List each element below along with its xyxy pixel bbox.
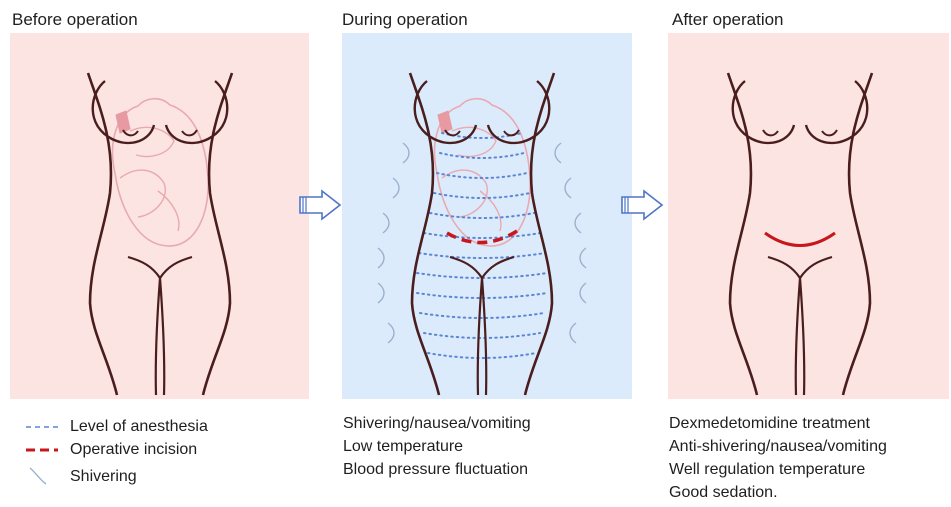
arrow-icon [300, 191, 340, 219]
arrow-icon [622, 191, 662, 219]
wavy-line-icon [24, 466, 60, 488]
incision-scar [765, 233, 835, 246]
effect-item: Good sedation. [669, 481, 887, 504]
body-illustrations [0, 33, 951, 399]
effect-item: Blood pressure fluctuation [343, 458, 531, 481]
effect-item: Low temperature [343, 435, 531, 458]
after-effects-list: Dexmedetomidine treatment Anti-shivering… [669, 412, 887, 504]
after-figure [728, 73, 872, 395]
panel-title-after: After operation [672, 10, 784, 30]
legend-label: Shivering [70, 468, 137, 486]
during-effects-list: Shivering/nausea/vomiting Low temperatur… [343, 412, 531, 481]
before-figure [88, 73, 232, 395]
legend-item-shivering: Shivering [24, 466, 137, 488]
panel-title-before: Before operation [12, 10, 138, 30]
legend-label: Operative incision [70, 441, 197, 459]
dashed-red-line-icon [24, 439, 60, 461]
effect-item: Shivering/nausea/vomiting [343, 412, 531, 435]
legend-label: Level of anesthesia [70, 418, 208, 436]
during-figure [378, 73, 586, 395]
panel-title-during: During operation [342, 10, 468, 30]
legend-item-incision: Operative incision [24, 439, 197, 461]
legend-item-anesthesia: Level of anesthesia [24, 416, 208, 438]
effect-item: Anti-shivering/nausea/vomiting [669, 435, 887, 458]
effect-item: Dexmedetomidine treatment [669, 412, 887, 435]
dashed-blue-line-icon [24, 416, 60, 438]
effect-item: Well regulation temperature [669, 458, 887, 481]
